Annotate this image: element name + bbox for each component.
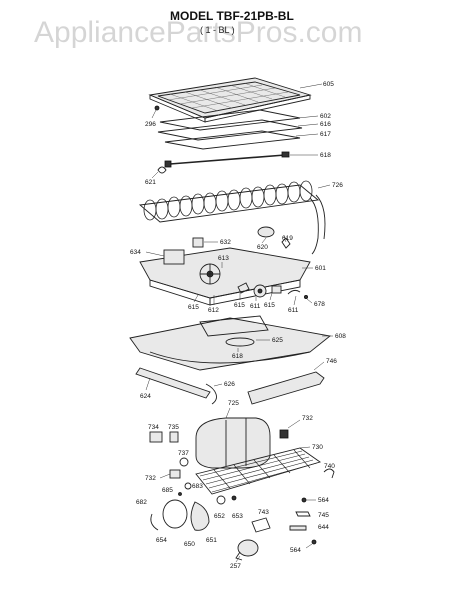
label-617: 617	[320, 131, 331, 138]
label-746: 746	[326, 358, 337, 365]
label-564b: 564	[290, 547, 301, 554]
label-613: 613	[218, 255, 229, 262]
part-601-evaporator-pan	[139, 247, 311, 306]
part-257	[235, 539, 259, 561]
part-621-clip	[157, 166, 167, 174]
part-737	[179, 457, 189, 467]
label-624: 624	[140, 393, 151, 400]
part-734	[149, 431, 163, 443]
part-619-bracket	[281, 237, 291, 249]
part-740-clip	[323, 468, 335, 479]
label-621: 621	[145, 179, 156, 186]
label-625: 625	[272, 337, 283, 344]
label-618: 618	[320, 152, 331, 159]
label-602: 602	[320, 113, 331, 120]
label-650: 650	[184, 541, 195, 548]
part-620-thermostat	[257, 226, 275, 238]
part-652	[216, 495, 226, 505]
part-746-air-duct	[247, 371, 325, 405]
part-616-insulation	[157, 119, 303, 141]
label-626: 626	[224, 381, 235, 388]
part-618-defrost-heater	[164, 151, 290, 168]
label-608: 608	[335, 333, 346, 340]
part-726-evaporator	[138, 180, 326, 255]
part-624-drain-trough	[135, 367, 211, 399]
part-564-screw-lower	[311, 539, 317, 545]
part-725-compressor	[195, 417, 271, 469]
label-730: 730	[312, 444, 323, 451]
label-734: 734	[148, 424, 159, 431]
label-682: 682	[136, 499, 147, 506]
part-650-condenser-fan	[150, 499, 210, 531]
part-745	[295, 511, 311, 517]
model-title: MODEL TBF-21PB-BL	[170, 9, 294, 23]
label-740: 740	[324, 463, 335, 470]
part-602-plate	[159, 109, 301, 131]
label-644: 644	[318, 524, 329, 531]
label-732b: 732	[145, 475, 156, 482]
label-616: 616	[320, 121, 331, 128]
label-652: 652	[214, 513, 225, 520]
part-608-divider-panel	[129, 315, 332, 371]
label-632: 632	[220, 239, 231, 246]
part-605-evaporator-cover	[148, 77, 312, 123]
label-725: 725	[228, 400, 239, 407]
label-615b: 615	[234, 302, 245, 309]
part-730-condenser	[195, 447, 322, 495]
label-612: 612	[208, 307, 219, 314]
label-615a: 615	[188, 304, 199, 311]
label-732a: 732	[302, 415, 313, 422]
label-685: 685	[162, 487, 173, 494]
label-296: 296	[145, 121, 156, 128]
label-737: 737	[178, 450, 189, 457]
label-683: 683	[192, 483, 203, 490]
part-732-lower	[169, 469, 181, 479]
part-564-screw	[301, 497, 307, 503]
model-subtitle: ( 1 - BL )	[200, 25, 235, 35]
label-605: 605	[323, 81, 334, 88]
label-611: 611	[250, 303, 261, 310]
part-683	[184, 482, 192, 490]
label-726: 726	[332, 182, 343, 189]
part-617-gasket	[164, 130, 301, 150]
part-615-fan-motor-parts	[237, 282, 308, 299]
part-632	[192, 237, 204, 248]
label-743: 743	[258, 509, 269, 516]
label-257: 257	[230, 563, 241, 570]
label-735: 735	[168, 424, 179, 431]
part-626-drain-tube	[205, 383, 217, 405]
label-601: 601	[315, 265, 326, 272]
part-685	[178, 492, 182, 496]
label-611b: 611	[288, 307, 299, 314]
part-653	[231, 495, 237, 501]
label-678: 678	[314, 301, 325, 308]
label-654: 654	[156, 537, 167, 544]
label-620: 620	[257, 244, 268, 251]
label-619: 619	[282, 235, 293, 242]
part-296-screw	[154, 105, 160, 111]
label-745: 745	[318, 512, 329, 519]
label-618b: 618	[232, 353, 243, 360]
part-644	[289, 525, 307, 531]
label-615c: 615	[264, 302, 275, 309]
watermark: AppliancePartsPros.com	[34, 16, 362, 49]
label-634: 634	[130, 249, 141, 256]
part-743	[251, 517, 271, 533]
part-735	[169, 431, 179, 443]
label-653: 653	[232, 513, 243, 520]
label-564a: 564	[318, 497, 329, 504]
part-732-relay	[279, 429, 289, 439]
label-651: 651	[206, 537, 217, 544]
